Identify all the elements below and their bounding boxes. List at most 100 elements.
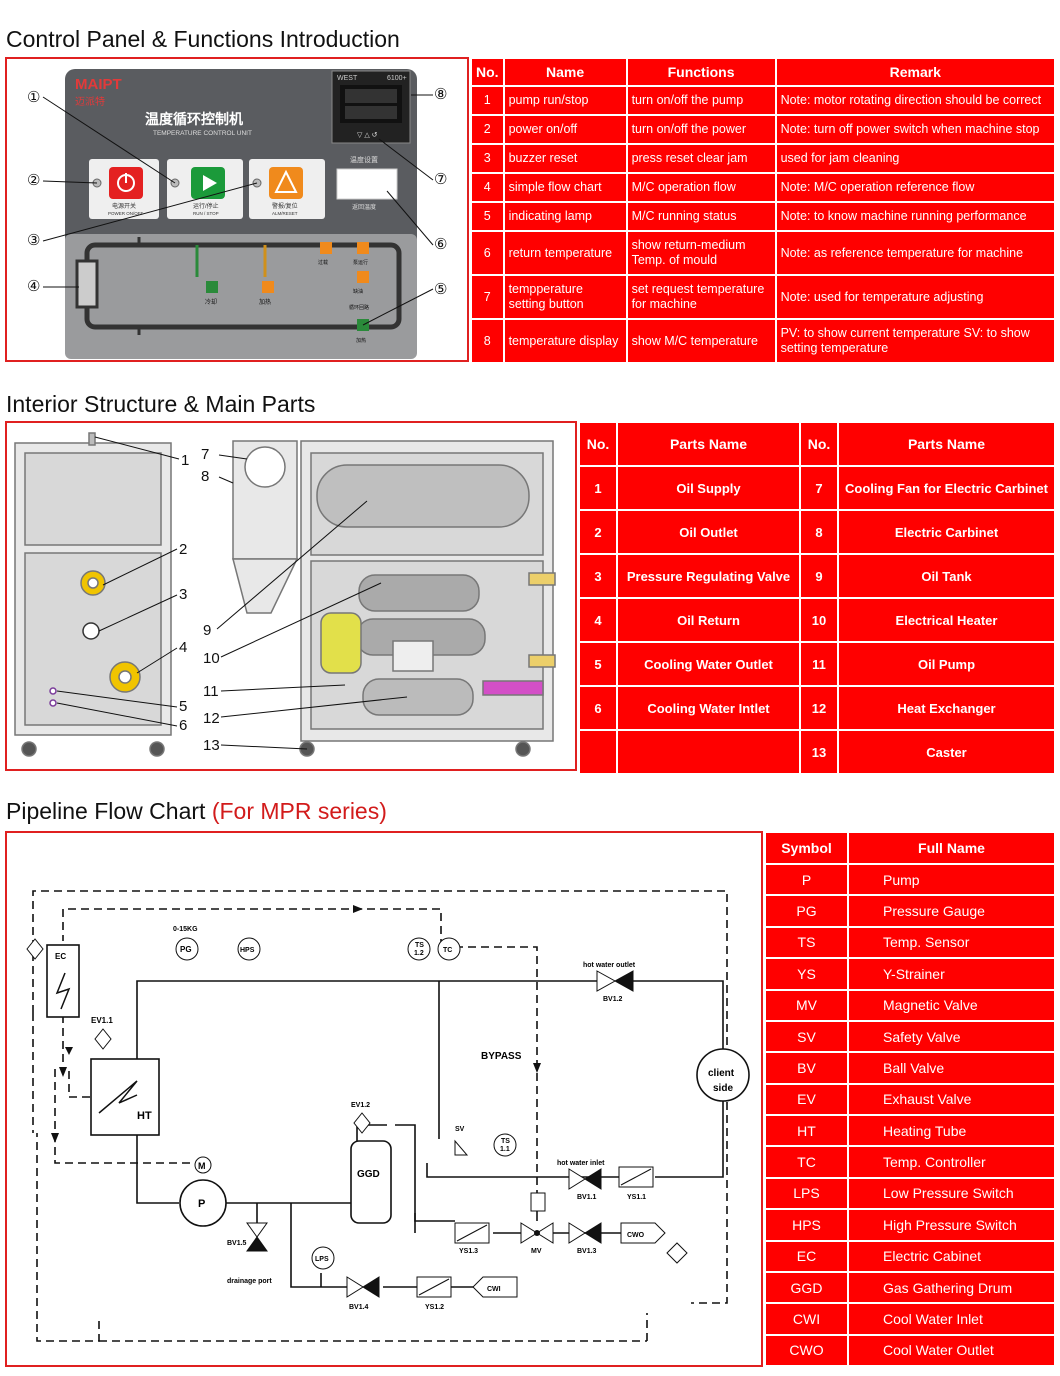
header-functions: Functions xyxy=(625,57,777,87)
drain-label: drainage port xyxy=(227,1278,272,1285)
symbol-cell: MV xyxy=(764,988,849,1022)
interior-label-1: 1 xyxy=(181,452,189,469)
part-name: Electrical Heater xyxy=(837,597,1056,643)
pipeline-title: Pipeline Flow Chart (For MPR series) xyxy=(6,798,387,825)
row-no: 3 xyxy=(470,143,505,174)
functions-table: No. Name Functions Remark 1 pump run/sto… xyxy=(470,57,1057,364)
lps-label: LPS xyxy=(315,1256,329,1263)
run-label-en: RUN / STOP xyxy=(193,211,219,216)
bv15-label: BV1.5 xyxy=(227,1240,247,1247)
interior-label-10: 10 xyxy=(203,650,220,667)
cwi-label: CWI xyxy=(487,1286,501,1293)
row-function: M/C running status xyxy=(625,201,777,232)
symbol-cell: LPS xyxy=(764,1176,849,1211)
ys12-label: YS1.2 xyxy=(425,1304,444,1311)
header-full-name: Full Name xyxy=(847,831,1056,865)
row-remark: used for jam cleaning xyxy=(774,143,1057,174)
interior-label-5: 5 xyxy=(179,698,187,715)
header-no: No. xyxy=(470,57,505,87)
lamp-oil: 缺油 xyxy=(353,288,363,295)
symbol-cell: BV xyxy=(764,1051,849,1085)
callout-5: ⑤ xyxy=(434,281,447,298)
callout-2: ② xyxy=(27,172,40,189)
header-remark: Remark xyxy=(774,57,1057,87)
full-name-cell: Pump xyxy=(847,862,1056,897)
part-name: Electric Carbinet xyxy=(837,509,1056,555)
side-label: side xyxy=(713,1083,733,1094)
part-no: 2 xyxy=(578,509,618,555)
table-row: 5 indicating lamp M/C running status Not… xyxy=(470,201,1057,232)
symbol-cell: PG xyxy=(764,894,849,928)
motor-label: M xyxy=(198,1161,206,1171)
alarm-label-en: ALM/RESET xyxy=(272,211,298,216)
pipeline-subtitle: (For MPR series) xyxy=(211,798,387,824)
full-name-cell: Pressure Gauge xyxy=(847,894,1056,928)
row-function: turn on/off the pump xyxy=(625,85,777,116)
lamp-cooling: 冷却 xyxy=(205,298,217,306)
table-row: 3 buzzer reset press reset clear jam use… xyxy=(470,143,1057,174)
row-remark: PV: to show current temperature SV: to s… xyxy=(774,318,1057,364)
row-no: 7 xyxy=(470,274,505,320)
panel-title-cn: 温度循环控制机 xyxy=(145,111,243,127)
part-name: Cooling Water Outlet xyxy=(616,641,801,687)
table-row: 7 tempperature setting button set reques… xyxy=(470,274,1057,320)
pipeline-title-text: Pipeline Flow Chart xyxy=(6,798,206,824)
symbol-cell: GGD xyxy=(764,1270,849,1305)
interior-label-2: 2 xyxy=(179,541,187,558)
part-name: Oil Return xyxy=(616,597,801,643)
sv-label: SV xyxy=(455,1126,465,1133)
ev12-label: EV1.2 xyxy=(351,1102,370,1109)
part-name: Pressure Regulating Valve xyxy=(616,553,801,599)
display-sublabel: 返回温度 xyxy=(352,203,376,211)
row-function: M/C operation flow xyxy=(625,172,777,203)
table-row: 8 temperature display show M/C temperatu… xyxy=(470,318,1057,364)
symbol-cell: TS xyxy=(764,925,849,960)
part-no: 10 xyxy=(799,597,839,643)
row-remark: Note: turn off power switch when machine… xyxy=(774,114,1057,145)
power-label-en: POWER ON/OFF xyxy=(108,211,143,216)
control-panel-image: MAIPT 迈派特 温度循环控制机 TEMPERATURE CONTROL UN… xyxy=(5,57,469,362)
callout-6: ⑥ xyxy=(434,236,447,253)
ggd-label: GGD xyxy=(357,1169,380,1180)
header-parts-name-2: Parts Name xyxy=(837,421,1056,467)
row-name: tempperature setting button xyxy=(502,274,628,320)
ts11-label: TS xyxy=(501,1138,510,1145)
part-no: 4 xyxy=(578,597,618,643)
symbol-cell: P xyxy=(764,862,849,897)
row-function: turn on/off the power xyxy=(625,114,777,145)
ht-label: HT xyxy=(137,1110,152,1122)
row-name: temperature display xyxy=(502,318,628,364)
part-name: Heat Exchanger xyxy=(837,685,1056,731)
symbol-cell: HPS xyxy=(764,1208,849,1242)
full-name-cell: Electric Cabinet xyxy=(847,1239,1056,1273)
part-name: Oil Supply xyxy=(616,465,801,511)
full-name-cell: Exhaust Valve xyxy=(847,1082,1056,1117)
part-no: 11 xyxy=(799,641,839,687)
controller-brand: WEST xyxy=(337,75,358,82)
table-row: 1 Oil Supply 7 Cooling Fan for Electric … xyxy=(578,465,1056,511)
interior-label-11: 11 xyxy=(203,683,219,700)
callout-8: ⑧ xyxy=(434,86,447,103)
alarm-label-cn: 警报/复位 xyxy=(272,202,298,210)
bv11-label: BV1.1 xyxy=(577,1194,597,1201)
callout-3: ③ xyxy=(27,232,40,249)
part-no: 13 xyxy=(799,729,839,775)
bv14-label: BV1.4 xyxy=(349,1304,369,1311)
part-no: 3 xyxy=(578,553,618,599)
row-remark: Note: to know machine running performanc… xyxy=(774,201,1057,232)
row-no: 1 xyxy=(470,85,505,116)
row-name: return temperature xyxy=(502,230,628,276)
run-label-cn: 运行/停止 xyxy=(193,202,219,210)
hps-label: HPS xyxy=(240,947,255,954)
row-function: show M/C temperature xyxy=(625,318,777,364)
part-no: 1 xyxy=(578,465,618,511)
part-name xyxy=(616,729,801,775)
part-name: Oil Tank xyxy=(837,553,1056,599)
